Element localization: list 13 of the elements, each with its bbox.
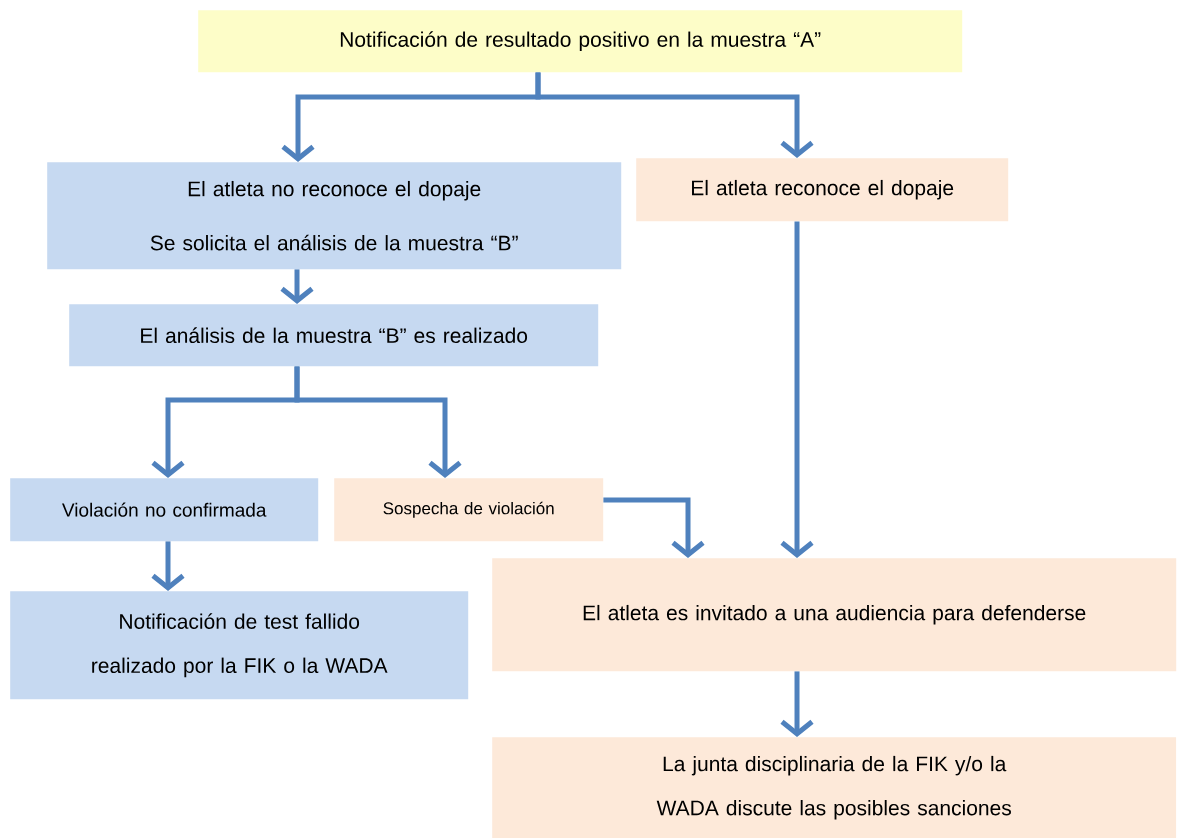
process-box: Sospecha de violación — [334, 478, 604, 542]
arrow — [294, 366, 462, 478]
arrow — [535, 72, 814, 158]
process-box: Violación no confirmada — [10, 478, 319, 542]
arrow — [603, 497, 705, 558]
process-box: La junta disciplinaria de la FIK y/o la WADA discute las posibles sanciones — [492, 737, 1177, 838]
process-box: Notificación de test fallido realizado por la FIK o la WADA — [10, 591, 469, 700]
arrow — [780, 221, 814, 558]
process-box: El atleta es invitado a una audiencia para defenderse — [492, 558, 1177, 672]
process-box: El análisis de la muestra “B” es realizado — [69, 304, 599, 367]
process-box: El atleta no reconoce el dopaje Se solicita el análisis de la muestra “B” — [47, 162, 622, 270]
process-box: Notificación de resultado positivo en la muestra “A” — [198, 10, 963, 73]
process-box: El atleta reconoce el dopaje — [636, 158, 1009, 222]
